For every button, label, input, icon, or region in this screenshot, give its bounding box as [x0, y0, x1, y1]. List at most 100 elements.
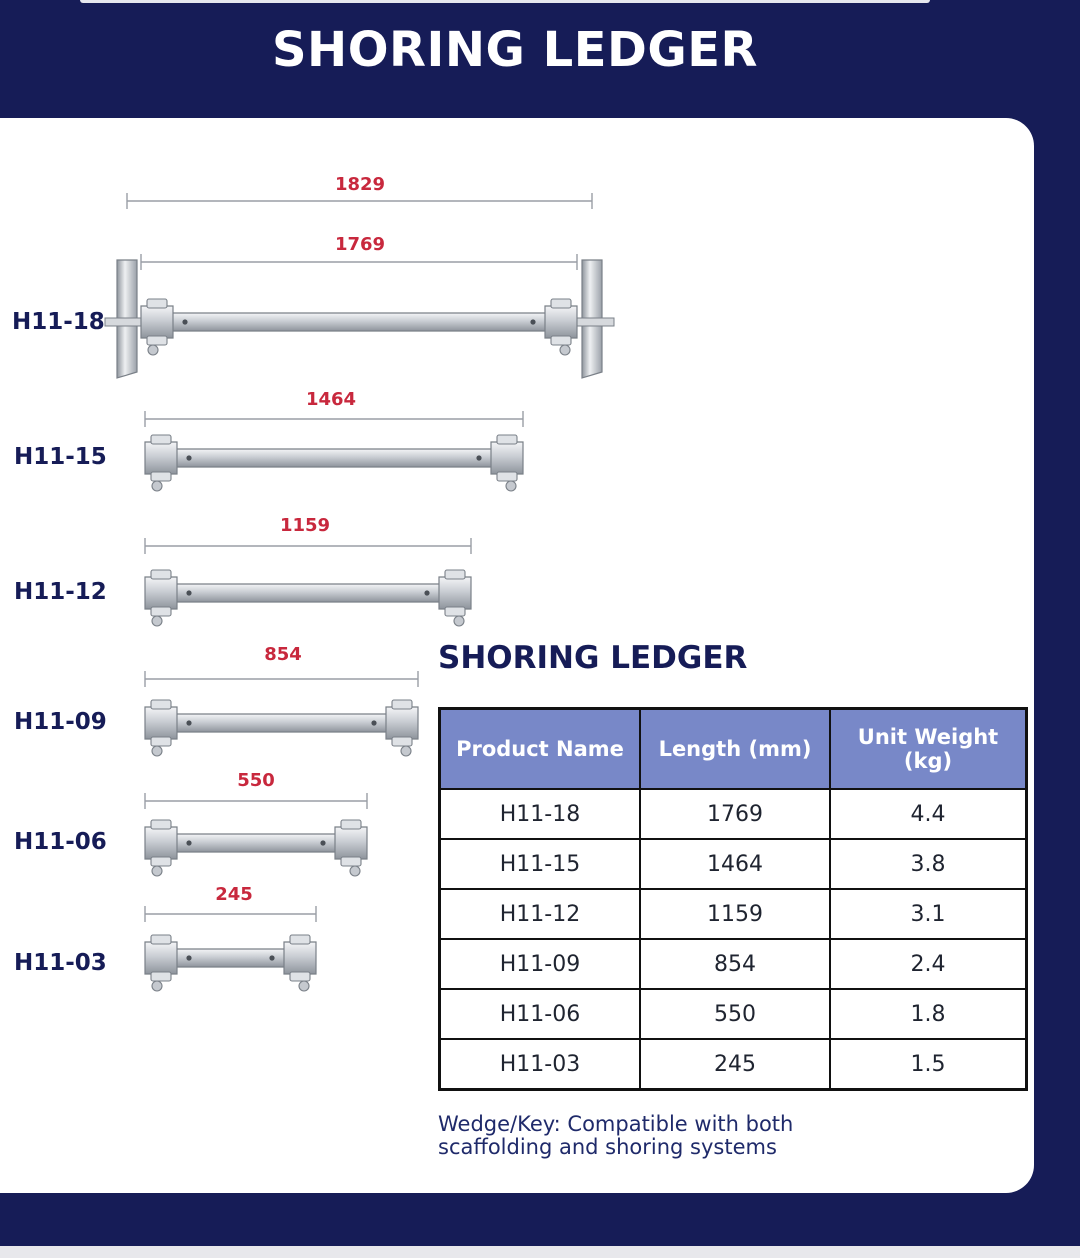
ledger-h11-09-coupler-right-bolt — [400, 745, 412, 757]
ledger-h11-03-coupler-right-wedge-top — [289, 934, 311, 945]
cell-length: 1464 — [639, 838, 831, 890]
ledger-h11-09-pin-left — [186, 720, 192, 726]
cell-weight: 3.8 — [829, 838, 1028, 890]
ledger-h11-15-pin-left — [186, 455, 192, 461]
cell-product-name: H11-06 — [438, 988, 641, 1040]
dimension-length-h11-09: 854 — [264, 644, 302, 665]
cell-weight: 4.4 — [829, 788, 1028, 840]
ledger-label-h11-15: H11-15 — [14, 444, 107, 470]
ledger-h11-18-pin-right — [530, 319, 536, 325]
header-product-name: Product Name — [438, 707, 641, 790]
ledger-label-h11-03: H11-03 — [14, 950, 107, 976]
cell-weight: 3.1 — [829, 888, 1028, 940]
ledger-h11-12-coupler-right-wedge-top — [444, 569, 466, 580]
table-row: H11-15 1464 3.8 — [438, 838, 1028, 890]
dimension-length-h11-18: 1769 — [334, 234, 386, 255]
table-row: H11-03 245 1.5 — [438, 1038, 1028, 1091]
cell-product-name: H11-03 — [438, 1038, 641, 1091]
ledger-h11-03-coupler-left-wedge-bottom — [150, 971, 172, 982]
ledger-h11-12-pin-left — [186, 590, 192, 596]
ledger-h11-15-coupler-left-wedge-top — [150, 434, 172, 445]
ledger-h11-15-coupler-left-bolt — [151, 480, 163, 492]
ledger-h11-18-coupler-left-head — [140, 305, 174, 339]
ledger-h11-12-coupler-right-bolt — [453, 615, 465, 627]
ledger-h11-12-coupler-right-wedge-bottom — [444, 606, 466, 617]
ledger-h11-06-coupler-right-wedge-top — [340, 819, 362, 830]
ledger-h11-06-pin-left — [186, 840, 192, 846]
ledger-h11-03-coupler-right-head — [283, 941, 317, 975]
ledger-h11-09-tube — [168, 713, 395, 733]
ledger-h11-18-coupler-right-wedge-bottom — [550, 335, 572, 346]
ledger-label-h11-09: H11-09 — [14, 709, 107, 735]
cell-length: 854 — [639, 938, 831, 990]
cell-weight: 1.8 — [829, 988, 1028, 1040]
top-accent-line — [80, 0, 930, 3]
ledger-h11-06-coupler-right-head — [334, 826, 368, 860]
ledger-h11-09-coupler-left-wedge-bottom — [150, 736, 172, 747]
ledger-h11-09-pin-right — [371, 720, 377, 726]
table-row: H11-06 550 1.8 — [438, 988, 1028, 1040]
cell-product-name: H11-09 — [438, 938, 641, 990]
ledger-h11-18-tube — [164, 312, 554, 332]
ledger-label-h11-06: H11-06 — [14, 829, 107, 855]
ledger-h11-18-coupler-left-wedge-top — [146, 298, 168, 309]
cell-weight: 2.4 — [829, 938, 1028, 990]
ledger-h11-12-coupler-left-wedge-top — [150, 569, 172, 580]
ledger-h11-03-coupler-left-head — [144, 941, 178, 975]
ledger-h11-06-coupler-left-wedge-top — [150, 819, 172, 830]
cell-weight: 1.5 — [829, 1038, 1028, 1091]
cell-length: 245 — [639, 1038, 831, 1091]
table-header-row: Product Name Length (mm) Unit Weight (kg… — [438, 707, 1028, 790]
ledger-h11-18-pin-left — [182, 319, 188, 325]
cell-product-name: H11-15 — [438, 838, 641, 890]
header-unit-weight: Unit Weight (kg) — [829, 707, 1028, 790]
ledger-h11-15-coupler-right-wedge-top — [496, 434, 518, 445]
dimension-length-h11-06: 550 — [237, 770, 275, 791]
ledger-h11-18-coupler-right-head — [544, 305, 578, 339]
ledger-h11-15-coupler-right-head — [490, 441, 524, 475]
ledger-h11-09-coupler-right-wedge-top — [391, 699, 413, 710]
ledger-h11-06-coupler-right-bolt — [349, 865, 361, 877]
ledger-h11-09-coupler-left-bolt — [151, 745, 163, 757]
ledger-h11-03-coupler-right-bolt — [298, 980, 310, 992]
ledger-h11-12-coupler-right-head — [438, 576, 472, 610]
ledger-h11-03-pin-left — [186, 955, 192, 961]
dimension-length-h11-15: 1464 — [305, 389, 357, 410]
ledger-h11-09-coupler-left-head — [144, 706, 178, 740]
table-title: SHORING LEDGER — [438, 640, 748, 676]
ledger-h11-06-pin-right — [320, 840, 326, 846]
ledger-h11-18-coupler-left-bolt — [147, 344, 159, 356]
ledger-h11-09-coupler-right-wedge-bottom — [391, 736, 413, 747]
ledger-h11-15-coupler-left-wedge-bottom — [150, 471, 172, 482]
ledger-h11-12-pin-right — [424, 590, 430, 596]
ledger-h11-09-coupler-right-head — [385, 706, 419, 740]
ledger-h11-12-tube — [168, 583, 448, 603]
ledger-h11-15-pin-right — [476, 455, 482, 461]
ledger-h11-06-coupler-left-wedge-bottom — [150, 856, 172, 867]
ledger-h11-03-coupler-right-wedge-bottom — [289, 971, 311, 982]
ledger-h11-06-coupler-right-wedge-bottom — [340, 856, 362, 867]
ledger-h11-03-pin-right — [269, 955, 275, 961]
ledger-label-h11-12: H11-12 — [14, 579, 107, 605]
spec-table: Product Name Length (mm) Unit Weight (kg… — [438, 707, 1028, 1091]
ledger-h11-03-coupler-left-bolt — [151, 980, 163, 992]
cell-length: 1159 — [639, 888, 831, 940]
cell-product-name: H11-18 — [438, 788, 641, 840]
dimension-length-h11-12: 1159 — [279, 515, 331, 536]
page-title: SHORING LEDGER — [271, 22, 758, 78]
ledger-h11-06-coupler-left-bolt — [151, 865, 163, 877]
ledger-h11-03-coupler-left-wedge-top — [150, 934, 172, 945]
ledger-h11-15-coupler-left-head — [144, 441, 178, 475]
dimension-overall-h11-18: 1829 — [334, 174, 386, 195]
ledger-h11-12-coupler-left-wedge-bottom — [150, 606, 172, 617]
cell-length: 550 — [639, 988, 831, 1040]
ledger-h11-18-coupler-right-wedge-top — [550, 298, 572, 309]
cell-product-name: H11-12 — [438, 888, 641, 940]
ledger-label-h11-18: H11-18 — [12, 309, 105, 335]
table-row: H11-12 1159 3.1 — [438, 888, 1028, 940]
ledger-h11-15-coupler-right-wedge-bottom — [496, 471, 518, 482]
header-length: Length (mm) — [639, 707, 831, 790]
table-row: H11-09 854 2.4 — [438, 938, 1028, 990]
ledger-h11-06-coupler-left-head — [144, 826, 178, 860]
dimension-length-h11-03: 245 — [215, 884, 253, 905]
